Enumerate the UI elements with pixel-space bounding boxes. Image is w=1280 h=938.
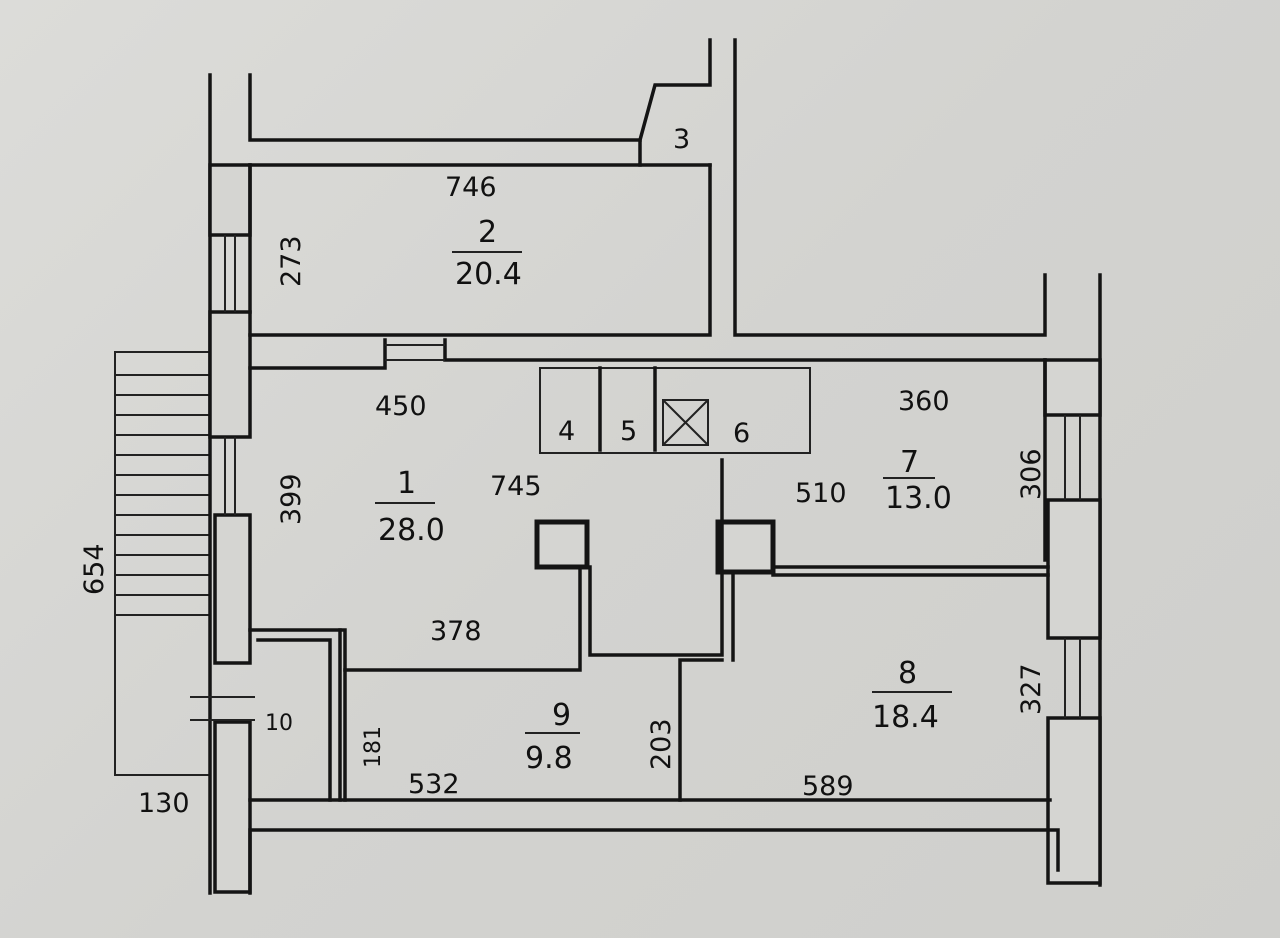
- room1-area: 28.0: [378, 513, 445, 548]
- room1-top: 450: [375, 391, 427, 422]
- stair-width: 130: [138, 788, 190, 819]
- room9-depth: 181: [361, 726, 386, 768]
- room8-area: 18.4: [872, 700, 939, 735]
- room1-bottom: 378: [430, 616, 482, 647]
- room3-number: 3: [673, 124, 690, 155]
- room9-width: 532: [408, 769, 460, 800]
- room8-depth: 327: [1016, 663, 1047, 715]
- walls: [190, 38, 1102, 895]
- room2-area: 20.4: [455, 257, 522, 292]
- stair-length: 654: [79, 543, 110, 595]
- room7-area: 13.0: [885, 481, 952, 516]
- room2-width: 746: [445, 172, 497, 203]
- room5-number: 5: [620, 416, 637, 447]
- room7-depth: 306: [1016, 448, 1047, 500]
- room2-depth: 273: [276, 235, 307, 287]
- room-labels: 2 20.4 3 1 28.0 4 5 6 7 13.0 8 18.4 9 9.…: [265, 124, 952, 776]
- room10-number: 10: [265, 711, 293, 736]
- room8-number: 8: [898, 656, 917, 691]
- dimension-labels: 746 273 450 399 745 378 360 306 510 327 …: [79, 172, 1047, 819]
- hall-length: 745: [490, 471, 542, 502]
- room9-area: 9.8: [525, 741, 573, 776]
- room4-number: 4: [558, 416, 575, 447]
- staircase: [114, 351, 210, 776]
- room6-number: 6: [733, 418, 750, 449]
- room2-number: 2: [478, 215, 497, 250]
- room7-number: 7: [900, 445, 919, 480]
- room8-width: 589: [802, 771, 854, 802]
- room7-width: 360: [898, 386, 950, 417]
- hall-depth: 203: [646, 718, 677, 770]
- room1-number: 1: [397, 466, 416, 501]
- room9-number: 9: [552, 698, 571, 733]
- room1-depth: 399: [276, 473, 307, 525]
- room7-side: 510: [795, 478, 847, 509]
